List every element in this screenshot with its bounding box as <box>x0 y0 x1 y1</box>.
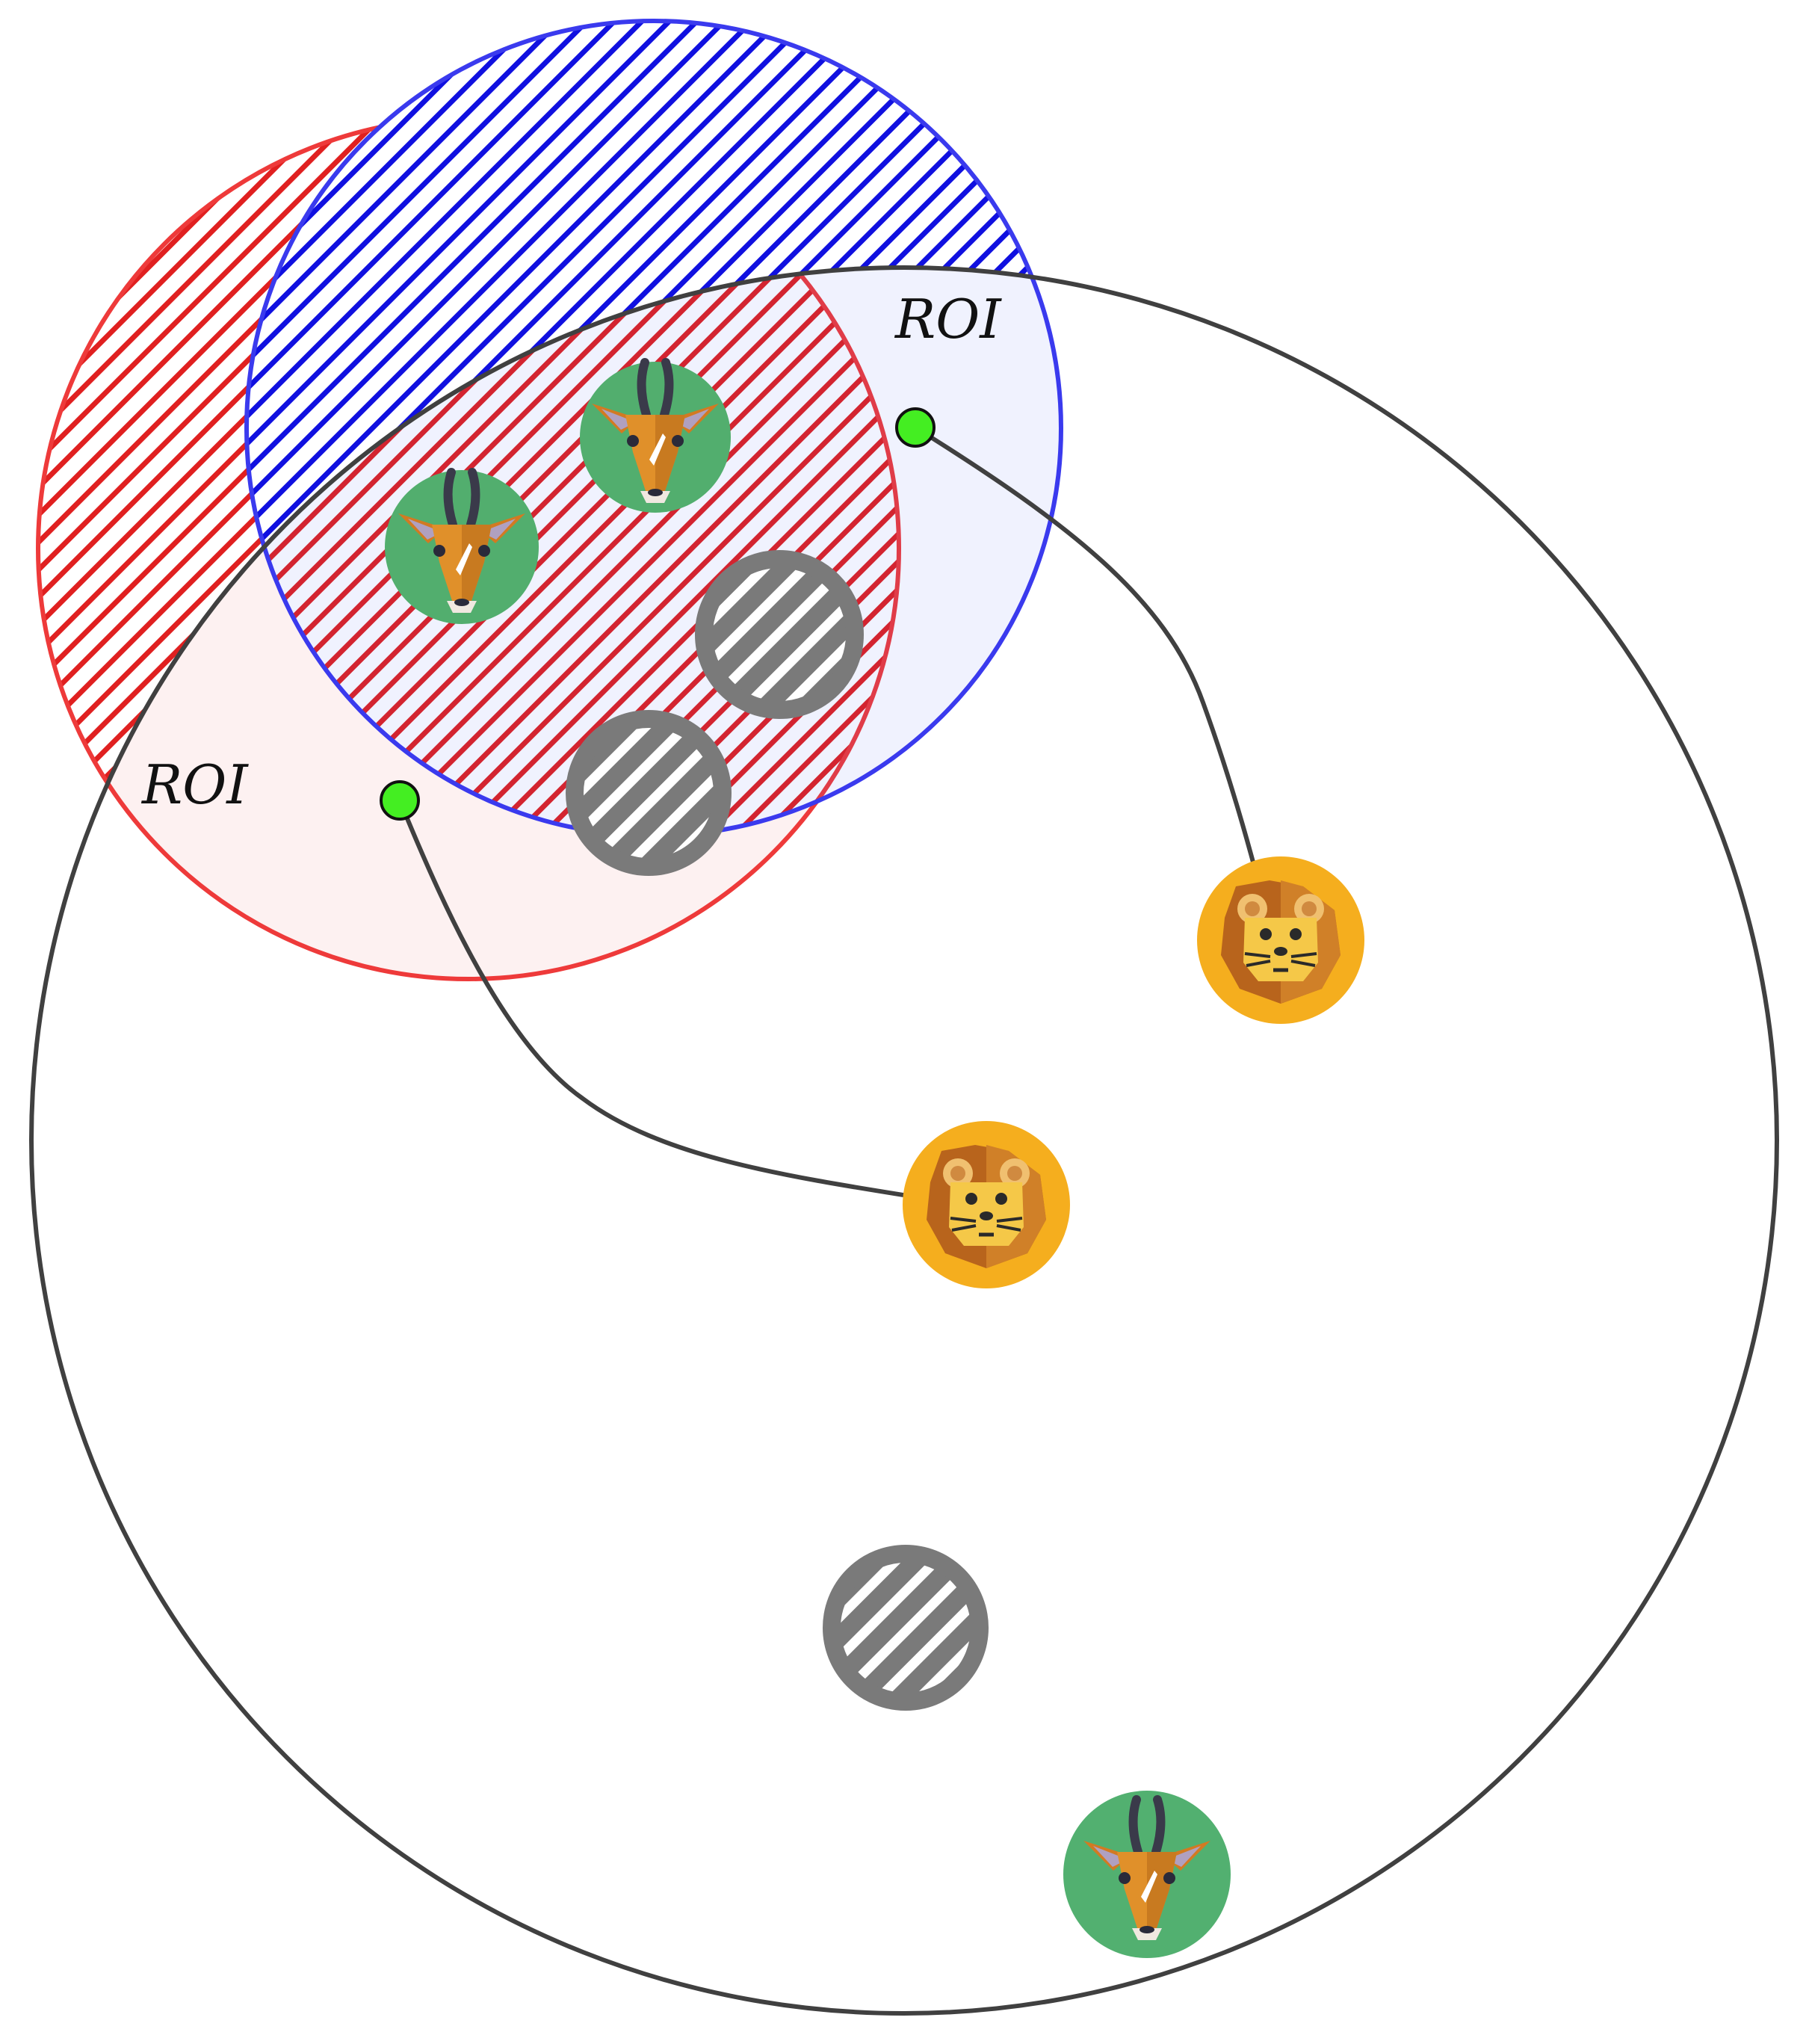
obstacle-icon <box>566 710 732 876</box>
roi-red-label: ROI <box>140 753 249 816</box>
agent-dot-icon <box>895 407 936 448</box>
obstacle-icon <box>823 1545 989 1711</box>
gazelle-icon <box>385 470 539 624</box>
lion-icon <box>903 1121 1070 1288</box>
gazelle-icon <box>580 362 731 513</box>
blue-agent-predator-link <box>914 425 1276 944</box>
arena-boundary <box>29 265 1779 2016</box>
red-agent-predator-link <box>398 799 987 1211</box>
agent-dot-icon <box>380 780 420 821</box>
gazelle-icon <box>1063 1791 1231 1958</box>
roi-blue-label: ROI <box>894 288 1002 351</box>
obstacle-icon <box>695 550 864 719</box>
lion-icon <box>1197 856 1364 1024</box>
